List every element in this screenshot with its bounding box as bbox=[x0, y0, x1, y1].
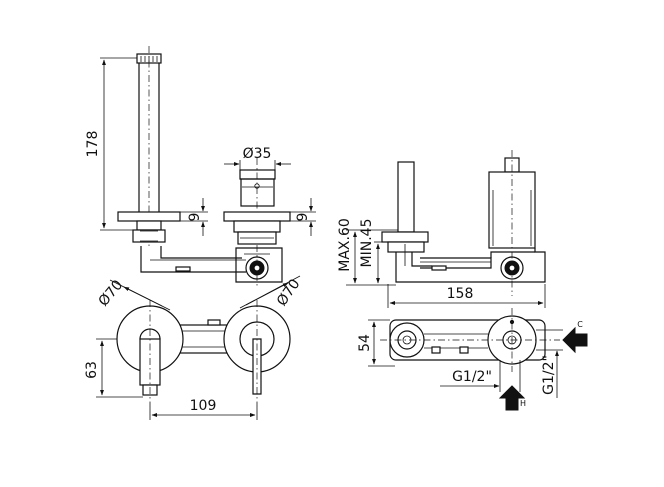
dim-plate-thickness-left: 9 bbox=[187, 213, 203, 222]
side-view bbox=[381, 150, 546, 296]
dim-thread-left: G1/2" bbox=[452, 369, 492, 385]
dim-plate-thickness-right: 9 bbox=[295, 213, 311, 222]
bottom-view bbox=[380, 308, 560, 372]
dim-thread-right: G1/2" bbox=[541, 355, 557, 395]
dim-offset-vertical: 63 bbox=[84, 361, 100, 379]
dim-spout-height: 178 bbox=[85, 131, 101, 158]
dim-body-height: 54 bbox=[357, 334, 373, 352]
side-view-dimensions: MAX.60 MIN.45 158 bbox=[337, 218, 546, 308]
bottom-view-dimensions: 54 G1/2" G1/2" bbox=[357, 319, 563, 398]
front-view-dimensions: 178 9 Ø35 9 bbox=[85, 57, 316, 236]
dim-plate-diameter-right: Ø70 bbox=[274, 276, 304, 309]
dim-body-length: 158 bbox=[447, 286, 474, 302]
dim-handle-diameter: Ø35 bbox=[243, 146, 272, 162]
cold-inlet-indicator: C bbox=[562, 320, 588, 354]
dim-depth-min: MIN.45 bbox=[359, 219, 375, 268]
front-view bbox=[117, 46, 291, 286]
hot-inlet-label: H bbox=[520, 399, 526, 408]
dim-plate-diameter-left: Ø70 bbox=[96, 277, 127, 309]
hot-inlet-indicator: H bbox=[498, 385, 526, 411]
arrow-left-icon bbox=[562, 326, 588, 354]
dim-centre-distance: 109 bbox=[190, 398, 217, 414]
dim-depth-max: MAX.60 bbox=[337, 218, 353, 272]
cold-inlet-label: C bbox=[577, 320, 583, 329]
top-view bbox=[116, 300, 291, 402]
arrow-up-icon bbox=[498, 385, 526, 411]
